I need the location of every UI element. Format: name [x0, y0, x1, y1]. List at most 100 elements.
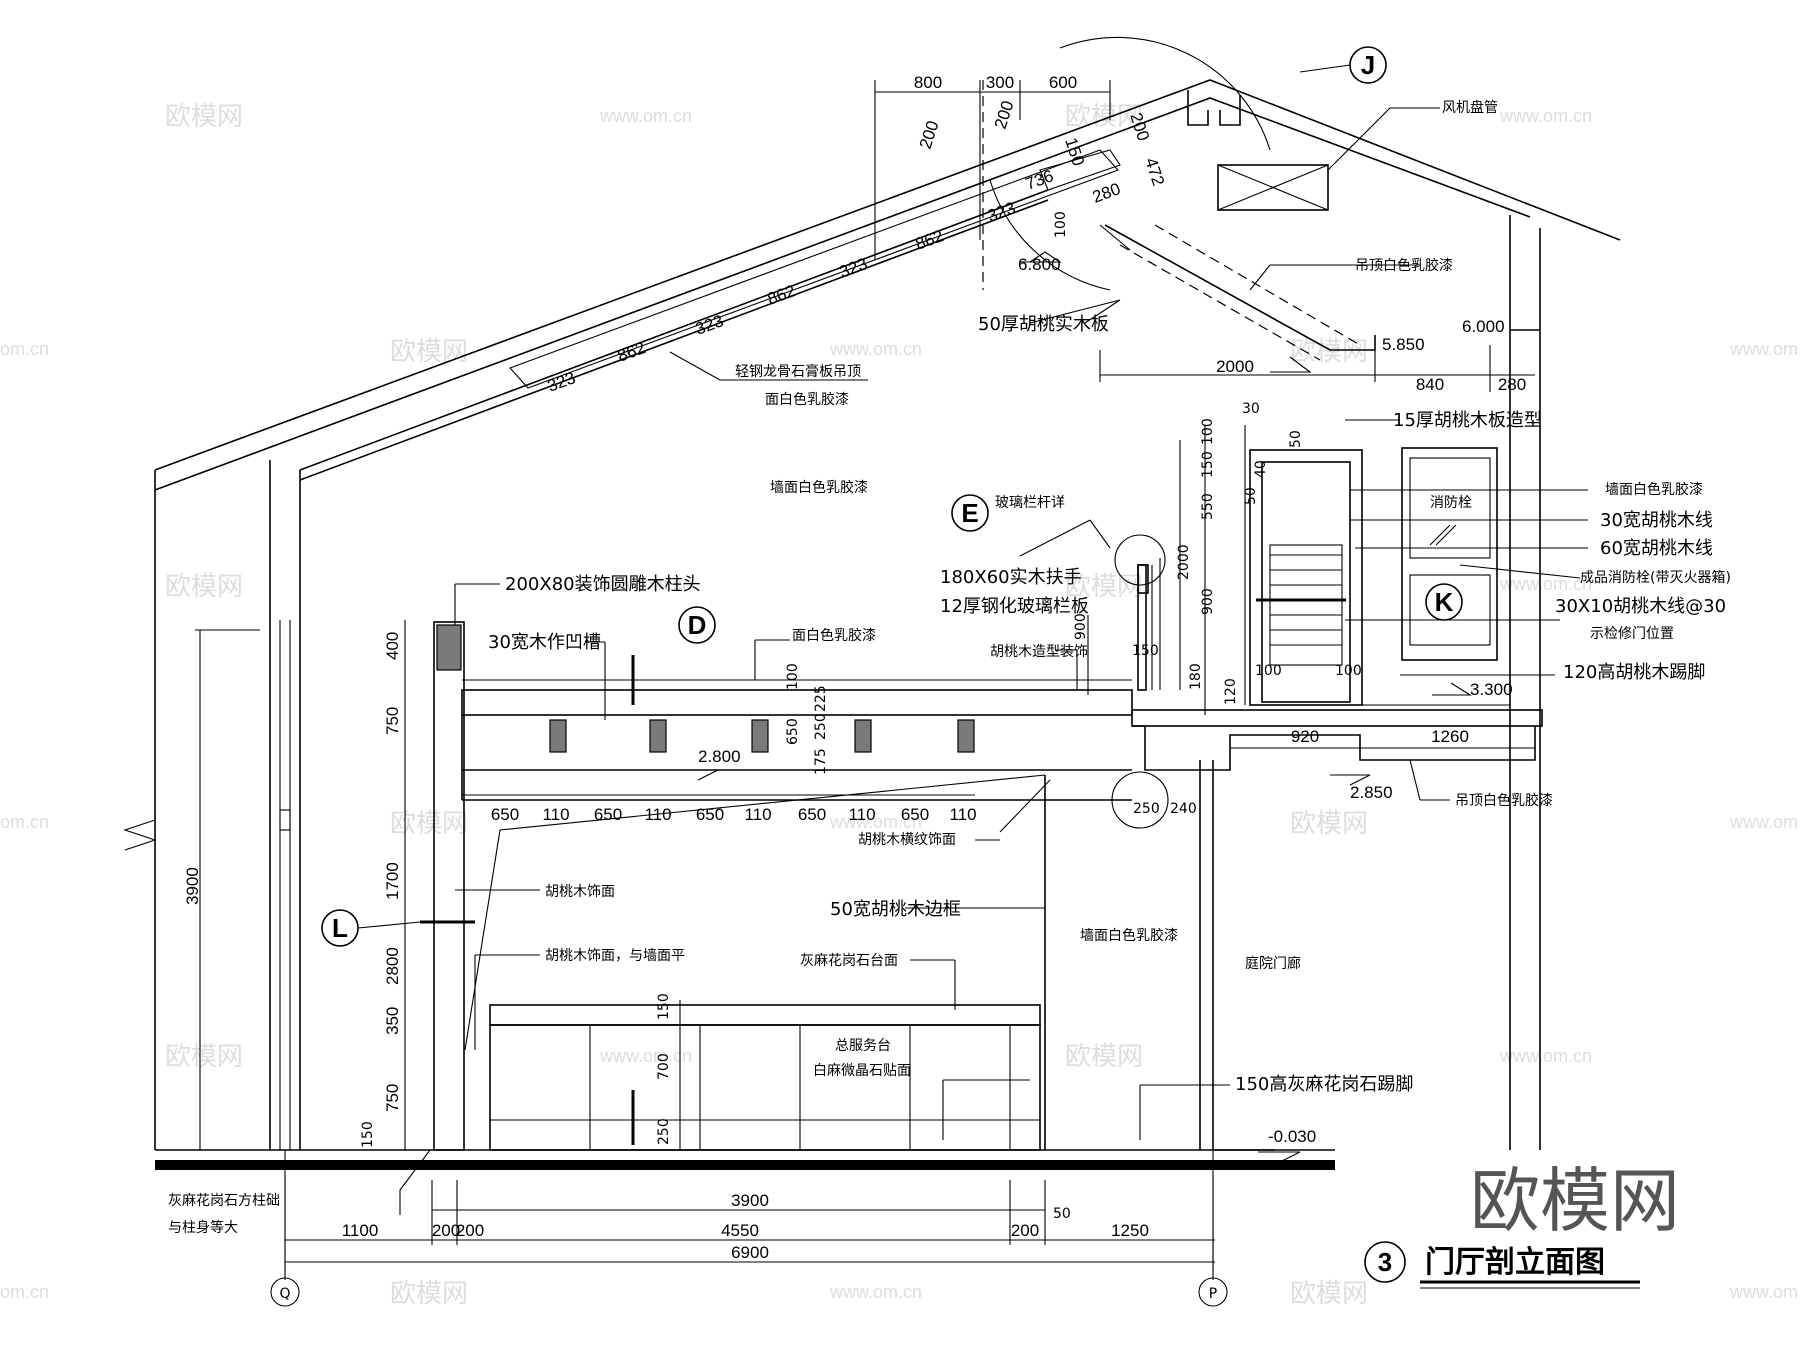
annotation: 白麻微晶石贴面: [813, 1063, 911, 1079]
right-fittings: [1249, 447, 1510, 706]
callout-bubbles: J D E K L Q P: [270, 46, 1463, 1307]
dim-text: 736: [1023, 166, 1056, 194]
annotation: 面白色乳胶漆: [765, 391, 849, 408]
drawing-title-text: 门厅剖立面图: [1425, 1245, 1605, 1280]
dim-text: 750: [383, 1084, 402, 1112]
watermark-url: www.om.cn: [599, 106, 692, 126]
annotation: 与柱身等大: [168, 1219, 238, 1236]
left-wall: [123, 460, 465, 1151]
watermark-url: om.cn: [0, 339, 49, 359]
decorative-column: [433, 621, 465, 1151]
dim-text: 2000: [1216, 357, 1254, 376]
watermark-url: www.om.cn: [1499, 1046, 1592, 1066]
annotation: 吊顶白色乳胶漆: [1355, 257, 1453, 274]
dim-text: 200: [1126, 110, 1153, 143]
dim-text: 323: [545, 368, 578, 396]
dim-text: 650: [491, 805, 519, 824]
dim-text: 50: [1053, 1206, 1071, 1222]
annotation: 墙面白色乳胶漆: [1080, 927, 1178, 944]
dim-text: 650: [785, 718, 801, 745]
watermark-url: www.om.cn: [1729, 1282, 1800, 1302]
dim-text: 900: [1200, 588, 1216, 615]
level-5850: 5.850: [1382, 335, 1425, 354]
dim-text: 225: [813, 685, 829, 712]
dim-text: 3900: [183, 867, 202, 905]
watermark-url: www.om.cn: [1499, 574, 1592, 594]
annotation: 200X80装饰圆雕木柱头: [505, 574, 701, 595]
dim-text: 50: [1288, 430, 1304, 448]
brand-watermark: 欧模网: [1470, 1160, 1680, 1242]
dim-text: 650: [901, 805, 929, 824]
watermark-url: om.cn: [0, 812, 49, 832]
dim-text: 650: [594, 805, 622, 824]
annotation: 胡桃木饰面，与墙面平: [545, 948, 685, 964]
annotation: 消防栓: [1430, 495, 1472, 511]
watermark-cn: 欧模网: [165, 572, 243, 602]
dim-text: 200: [991, 98, 1018, 131]
annotation: 胡桃木造型装饰: [990, 644, 1088, 660]
watermark-url: om.cn: [0, 1282, 49, 1302]
dim-text: 280: [1090, 179, 1123, 207]
annotation: 成品消防栓(带灭火器箱): [1580, 570, 1731, 586]
level-3300: 3.300: [1470, 680, 1513, 699]
fan-coil-box: [1217, 164, 1329, 211]
watermark-cn: 欧模网: [1290, 337, 1368, 367]
callout-E: E: [961, 498, 978, 528]
dim-text: 150: [1200, 451, 1216, 478]
dim-text: 900: [1073, 613, 1089, 640]
dim-text: 800: [914, 73, 942, 92]
annotation: 墙面白色乳胶漆: [1605, 481, 1703, 498]
dim-text: 150: [1132, 643, 1159, 659]
dim-text: 110: [848, 805, 875, 824]
annotation: 12厚钢化玻璃栏板: [940, 596, 1089, 617]
watermark-url: www.om.cn: [829, 1282, 922, 1302]
dim-text: 700: [656, 1053, 672, 1080]
dim-text: 100: [1255, 663, 1282, 679]
dimension-text: 800 300 600 200 200 200 150 472 736 280 …: [183, 73, 1526, 1262]
callout-L: L: [332, 913, 348, 943]
dim-text: 400: [383, 632, 402, 660]
dim-text: 200: [1011, 1221, 1039, 1240]
dim-text: 1250: [1111, 1221, 1149, 1240]
annotation: 灰麻花岗石方柱础: [168, 1193, 280, 1209]
drawing-title: 3 门厅剖立面图: [1364, 1241, 1640, 1289]
annotation: 吊顶白色乳胶漆: [1455, 792, 1553, 809]
dim-text: 180: [1188, 663, 1204, 690]
grid-label-Q: Q: [279, 1286, 290, 1302]
dim-text: 920: [1291, 727, 1319, 746]
annotation: 30宽木作凹槽: [488, 632, 601, 653]
level-6800: 6.800: [1018, 255, 1061, 274]
callout-J: J: [1361, 50, 1375, 80]
section-marks: [420, 655, 635, 924]
annotation-text: 风机盘管 吊顶白色乳胶漆 50厚胡桃实木板 轻钢龙骨石膏板吊顶 面白色乳胶漆 墙…: [168, 99, 1731, 1236]
dim-text: 650: [696, 805, 724, 824]
level-minus-0030: -0.030: [1268, 1127, 1316, 1146]
dim-text: 50: [1243, 487, 1259, 505]
annotation: 风机盘管: [1442, 99, 1498, 116]
watermark-url: www.om.cn: [829, 812, 922, 832]
annotation: 灰麻花岗石台面: [800, 953, 898, 969]
annotation: 庭院门廊: [1245, 955, 1301, 972]
leader-lines: [399, 107, 1588, 1215]
dim-text: 750: [383, 707, 402, 735]
mezzanine-beam: [461, 564, 1543, 801]
dim-text: 240: [1170, 801, 1197, 817]
annotation: 胡桃木饰面: [545, 884, 615, 900]
annotation: 轻钢龙骨石膏板吊顶: [735, 363, 861, 380]
callout-D: D: [688, 610, 707, 640]
dim-text: 323: [693, 311, 726, 339]
dim-text: 200: [432, 1221, 460, 1240]
dim-text: 6900: [731, 1243, 769, 1262]
dim-text: 600: [1049, 73, 1077, 92]
watermark-cn: 欧模网: [1065, 572, 1143, 602]
dim-text: 110: [644, 805, 671, 824]
dim-text: 2000: [1176, 544, 1192, 580]
watermark-cn: 欧模网: [165, 1042, 243, 1072]
annotation: 胡桃木横纹饰面: [858, 832, 956, 848]
dim-text: 472: [1141, 155, 1168, 188]
watermark-cn: 欧模网: [165, 102, 243, 132]
watermark-cn: 欧模网: [390, 1279, 468, 1309]
level-markers: [678, 251, 1472, 1163]
dim-text: 100: [1200, 418, 1216, 445]
dim-text: 175: [813, 748, 829, 775]
